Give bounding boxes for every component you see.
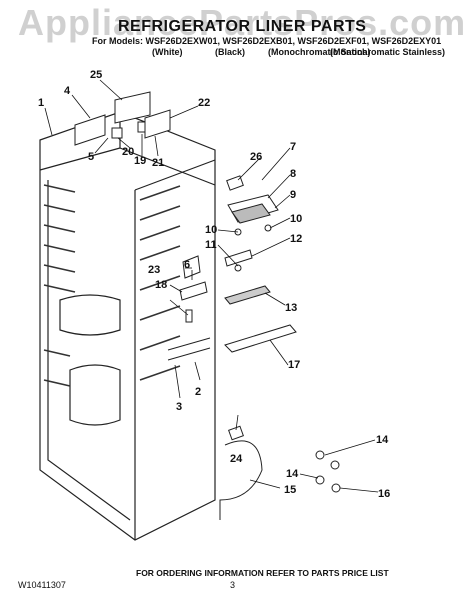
callout-2: 2: [195, 386, 201, 398]
models-line: For Models: WSF26D2EXW01, WSF26D2EXB01, …: [92, 36, 442, 46]
callout-26: 26: [250, 151, 262, 163]
watermark: AppliancePartsPros.com: [18, 2, 464, 43]
callout-21: 21: [152, 157, 164, 169]
callout-20: 20: [122, 146, 134, 158]
callout-3: 3: [176, 401, 182, 413]
top-components: [74, 91, 171, 146]
callout-6: 6: [184, 259, 190, 271]
callout-labels: 1 2 3 4 5 6 7 8 9 10 10 11 12 13 14 14 1…: [38, 69, 390, 500]
callout-16: 16: [378, 488, 390, 500]
leader-lines: [44, 79, 379, 493]
callout-14a: 14: [376, 434, 389, 446]
callout-8: 8: [290, 168, 296, 180]
callout-18: 18: [155, 279, 167, 291]
right-shelf-rails: [139, 185, 181, 381]
callout-11: 11: [205, 239, 217, 251]
callout-19: 19: [134, 155, 146, 167]
callout-12: 12: [290, 233, 302, 245]
callout-9: 9: [290, 189, 296, 201]
callout-5: 5: [88, 151, 94, 163]
callout-14b: 14: [286, 468, 299, 480]
variant-black: (Black): [215, 47, 246, 57]
callout-13: 13: [285, 302, 297, 314]
page-title: REFRIGERATOR LINER PARTS: [118, 18, 367, 35]
document-id: W10411307: [18, 580, 66, 590]
callout-22: 22: [198, 97, 210, 109]
callout-4: 4: [64, 85, 71, 97]
right-side-parts: [167, 175, 341, 520]
refrigerator-liner: [39, 111, 216, 541]
variant-white: (White): [152, 47, 183, 57]
variant-monochromatic-stainless: (Monochromatic Stainless): [330, 47, 446, 57]
callout-17: 17: [288, 359, 300, 371]
ordering-note: FOR ORDERING INFORMATION REFER TO PARTS …: [136, 568, 389, 578]
page-number: 3: [230, 580, 236, 590]
callout-10a: 10: [205, 224, 217, 236]
variant-monochromatic-satina: (Monochromatic Satina): [268, 47, 371, 57]
callout-15: 15: [284, 484, 296, 496]
callout-24: 24: [230, 453, 243, 465]
callout-23: 23: [148, 264, 160, 276]
callout-10b: 10: [290, 213, 302, 225]
callout-7: 7: [290, 141, 296, 153]
callout-25: 25: [90, 69, 102, 81]
callout-1: 1: [38, 97, 44, 109]
left-shelf-rails: [43, 184, 76, 387]
